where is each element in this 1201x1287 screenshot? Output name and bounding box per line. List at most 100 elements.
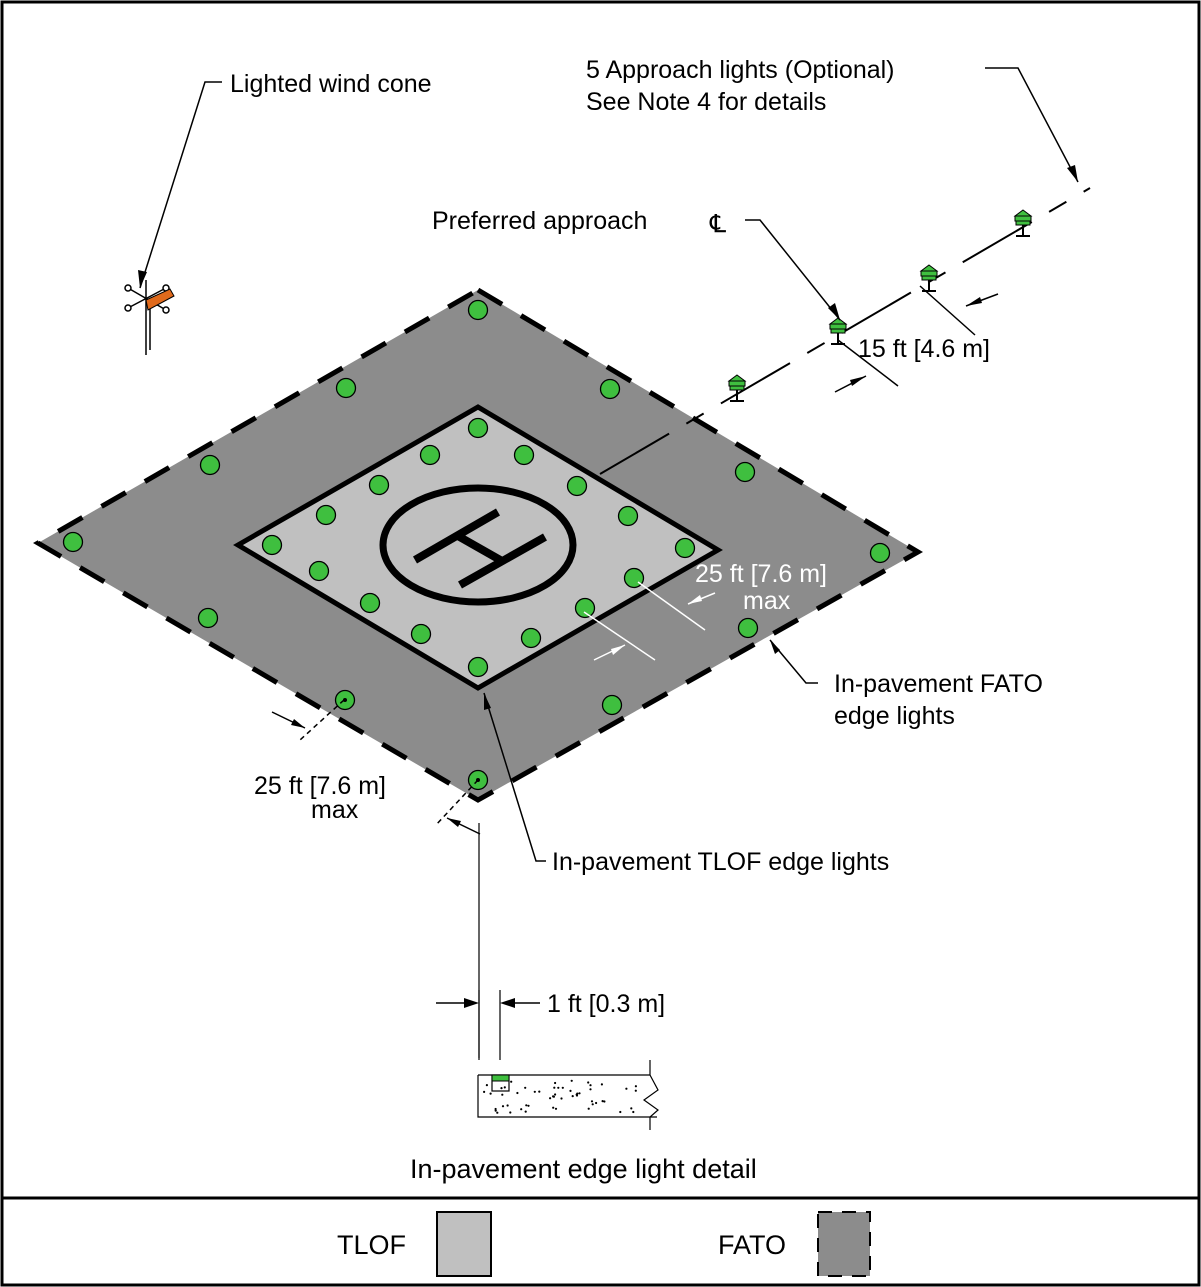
aggregate-dot bbox=[501, 1105, 505, 1108]
h-stroke-right bbox=[458, 533, 547, 589]
edge-light bbox=[467, 299, 489, 321]
aggregate-dot bbox=[483, 1090, 486, 1093]
edge-light bbox=[734, 461, 756, 483]
wind-cone-icon bbox=[124, 280, 175, 355]
aggregate-dot bbox=[632, 1110, 635, 1114]
aggregate-dot bbox=[533, 1090, 536, 1093]
edge-light bbox=[574, 597, 596, 619]
approach-lights-arrowhead bbox=[1067, 165, 1078, 182]
aggregate-dot bbox=[634, 1085, 638, 1088]
aggregate-dot bbox=[554, 1093, 557, 1096]
edge-light bbox=[315, 504, 337, 526]
edge-light bbox=[520, 627, 542, 649]
aggregate-dot bbox=[549, 1097, 552, 1100]
fato-legend-swatch bbox=[817, 1211, 871, 1277]
fato-dashed-edge bbox=[33, 287, 923, 803]
aggregate-dot bbox=[619, 1110, 622, 1114]
edge-light bbox=[410, 623, 432, 645]
edge-light bbox=[467, 656, 489, 678]
edge-light bbox=[601, 694, 623, 716]
h-circle bbox=[379, 484, 577, 606]
h-stroke-left bbox=[412, 508, 501, 564]
edge-light bbox=[197, 607, 219, 629]
aggregate-dot bbox=[587, 1107, 590, 1110]
approach-lights bbox=[727, 209, 1033, 402]
preferred-approach-label: Preferred approach bbox=[432, 207, 647, 235]
aggregate-dot bbox=[494, 1109, 497, 1112]
detail-title: In-pavement edge light detail bbox=[410, 1154, 757, 1184]
edge-light bbox=[674, 537, 696, 559]
edge-light bbox=[467, 417, 489, 439]
h-marking bbox=[379, 484, 577, 606]
aggregate-dot bbox=[524, 1110, 527, 1113]
aggregate-dot bbox=[509, 1111, 512, 1114]
detail-offset-label: 1 ft [0.3 m] bbox=[547, 990, 665, 1018]
edge-light bbox=[261, 534, 283, 556]
aggregate-dot bbox=[587, 1081, 590, 1084]
aggregate-dot bbox=[552, 1095, 555, 1098]
aggregate-dot bbox=[494, 1107, 497, 1111]
aggregate-dot bbox=[569, 1089, 572, 1092]
aggregate-dot bbox=[625, 1087, 628, 1090]
edge-light-detail bbox=[436, 823, 659, 1130]
aggregate-dot bbox=[554, 1081, 557, 1085]
fato-lights-arrowhead bbox=[770, 640, 780, 654]
approach-spacing-dimension bbox=[834, 285, 999, 393]
wind-cone-label: Lighted wind cone bbox=[230, 70, 432, 98]
tlof-spacing-dimension bbox=[583, 581, 716, 661]
aggregate-dot bbox=[525, 1104, 528, 1107]
aggregate-dot bbox=[516, 1091, 519, 1095]
edge-light bbox=[513, 444, 535, 466]
aggregate-dot bbox=[561, 1086, 564, 1089]
aggregate-dot bbox=[527, 1104, 530, 1107]
centerline-leader bbox=[745, 219, 841, 321]
approach-lights-label-2: See Note 4 for details bbox=[586, 88, 826, 116]
approach-light-icon bbox=[919, 264, 939, 292]
aggregate-dot bbox=[600, 1083, 604, 1086]
aggregate-dot bbox=[520, 1108, 523, 1111]
aggregate-dot bbox=[589, 1088, 592, 1091]
tlof-legend-swatch bbox=[436, 1211, 492, 1277]
aggregate-dot bbox=[500, 1087, 503, 1090]
tlof-spacing-label-2: max bbox=[743, 587, 791, 615]
edge-light bbox=[566, 475, 588, 497]
edge-light bbox=[599, 378, 621, 400]
approach-light-icon bbox=[1013, 209, 1033, 237]
fato-legend-label: FATO bbox=[718, 1230, 786, 1260]
edge-lights bbox=[62, 299, 891, 791]
aggregate-dot bbox=[634, 1089, 637, 1092]
aggregate-dot bbox=[560, 1097, 563, 1100]
aggregate-dot bbox=[552, 1106, 555, 1109]
fato-spacing-dimension bbox=[271, 699, 481, 835]
tlof-spacing-label-1: 25 ft [7.6 m] bbox=[695, 560, 827, 588]
aggregate-dot bbox=[590, 1100, 594, 1103]
wind-cone-leader bbox=[139, 81, 222, 289]
aggregate-dot bbox=[589, 1084, 592, 1087]
edge-light bbox=[62, 531, 84, 553]
tlof-lights-arrowhead bbox=[484, 693, 491, 710]
aggregate-dot bbox=[501, 1093, 504, 1096]
approach-light-icon bbox=[727, 374, 747, 402]
aggregate-dot bbox=[554, 1107, 558, 1110]
edge-light bbox=[869, 542, 891, 564]
aggregate-dot bbox=[538, 1090, 541, 1093]
aggregate-dot bbox=[603, 1100, 606, 1103]
tlof-lights-label: In-pavement TLOF edge lights bbox=[552, 848, 889, 876]
fato-spacing-label-1: 25 ft [7.6 m] bbox=[254, 772, 386, 800]
tlof-legend-label: TLOF bbox=[337, 1230, 406, 1260]
fato-lights-leader bbox=[769, 639, 818, 684]
edge-light bbox=[419, 444, 441, 466]
aggregate-dot bbox=[595, 1101, 598, 1105]
aggregate-dot bbox=[496, 1111, 499, 1114]
edge-light bbox=[617, 505, 639, 527]
aggregate-dot bbox=[557, 1086, 560, 1089]
approach-lights-label-1: 5 Approach lights (Optional) bbox=[586, 56, 895, 84]
fato-spacing-label-2: max bbox=[311, 796, 359, 824]
centerline-arrowhead bbox=[828, 303, 840, 320]
edge-light bbox=[359, 592, 381, 614]
edge-light bbox=[335, 377, 357, 399]
aggregate-dot bbox=[510, 1080, 513, 1083]
aggregate-dot bbox=[485, 1084, 488, 1087]
